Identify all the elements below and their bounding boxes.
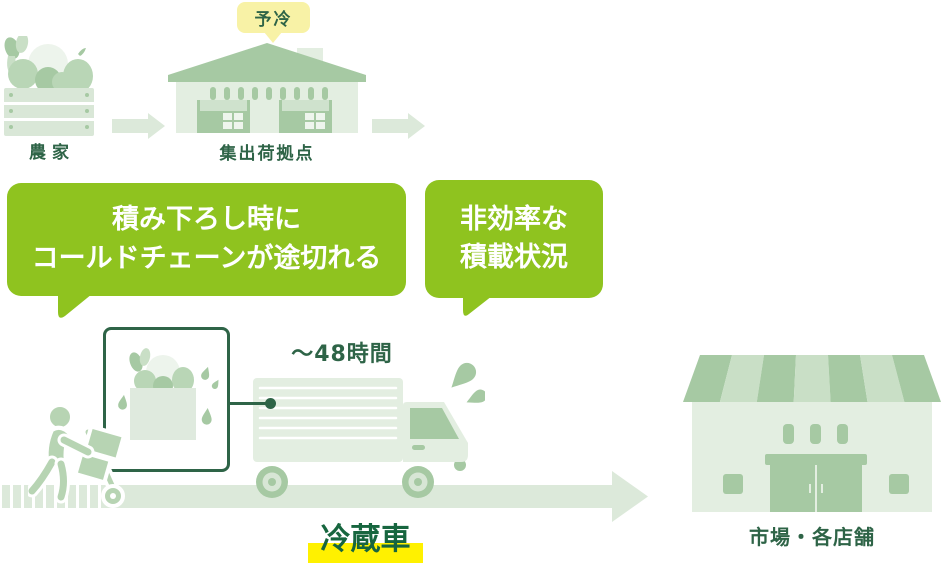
- hub-label: 集出荷拠点: [219, 144, 315, 164]
- warming-crate-icon: [117, 348, 222, 440]
- flow-arrow-icon: [112, 113, 165, 139]
- truck-wheel-icon: [256, 466, 288, 498]
- vehicle-label: 冷蔵車: [320, 522, 411, 557]
- water-droplet-icon: [201, 407, 213, 426]
- destination-label: 市場・各店舗: [749, 525, 875, 549]
- precool-label: 予冷: [254, 10, 293, 30]
- water-droplet-icon: [463, 387, 485, 409]
- vegetable-crate-icon: [4, 36, 94, 136]
- precool-bubble: 予冷: [237, 2, 310, 33]
- refrigerated-truck-icon: [253, 359, 485, 498]
- flow-arrow-icon: [372, 113, 425, 139]
- unloading-callout-bubble: 積み下ろし時に コールドチェーンが途切れる: [7, 183, 406, 296]
- frame-connector-dot: [265, 398, 276, 409]
- truck-wheel-icon: [402, 466, 434, 498]
- loading-callout-bubble: 非効率な 積載状況: [425, 180, 603, 298]
- unloading-callout-line2: コールドチェーンが途切れる: [31, 242, 382, 274]
- precool-bubble-tail: [264, 32, 282, 43]
- unloading-callout-tail: [58, 294, 92, 318]
- worker-handtruck-icon: [28, 403, 126, 508]
- water-droplet-icon: [444, 359, 480, 395]
- detail-frame: [103, 327, 230, 472]
- water-droplet-icon: [200, 365, 212, 381]
- unloading-callout-line1: 積み下ろし時に: [112, 204, 301, 236]
- water-droplet-icon: [210, 378, 222, 391]
- loading-callout-tail: [463, 296, 492, 316]
- warehouse-icon: [168, 43, 366, 133]
- loading-callout-line2: 積載状況: [460, 242, 568, 273]
- farm-label: 農 家: [29, 143, 69, 163]
- frame-connector-line: [227, 402, 272, 405]
- vehicle-label-highlight: [308, 543, 423, 563]
- loading-callout-line1: 非効率な: [460, 203, 568, 235]
- store-building-icon: [683, 355, 941, 512]
- duration-label: ～48時間: [291, 342, 393, 367]
